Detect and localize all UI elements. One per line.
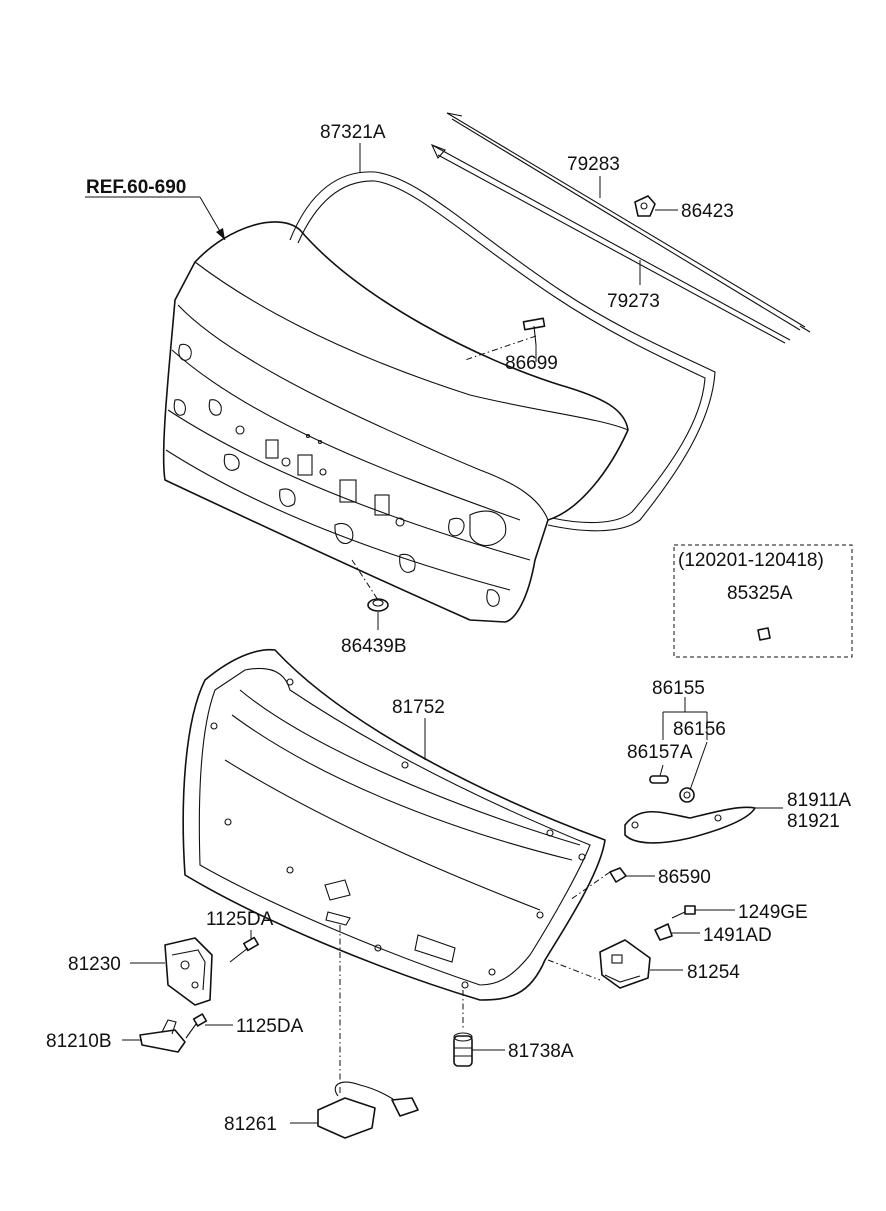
label-79283: 79283 — [567, 154, 620, 175]
fastener-86590 — [609, 867, 627, 883]
label-1125da-lower: 1125DA — [236, 1016, 304, 1037]
label-1491ad: 1491AD — [703, 925, 772, 946]
weatherstrip — [289, 171, 716, 532]
period-box-date: (120201-120418) — [678, 550, 824, 571]
label-86156: 86156 — [673, 719, 726, 740]
label-1249ge: 1249GE — [738, 902, 808, 923]
label-87321a: 87321A — [320, 122, 386, 143]
bumper-86156 — [679, 787, 695, 803]
label-81230: 81230 — [68, 954, 121, 975]
nut-1491ad — [654, 923, 673, 941]
label-86157a: 86157A — [627, 742, 693, 763]
label-81261: 81261 — [224, 1114, 277, 1135]
screw-1249ge — [671, 905, 696, 919]
trim-panel — [182, 648, 606, 1001]
release-switch-81261 — [317, 1081, 419, 1139]
label-81921: 81921 — [787, 811, 840, 832]
label-86155: 86155 — [652, 678, 705, 699]
label-86423: 86423 — [681, 201, 734, 222]
label-81752: 81752 — [392, 697, 445, 718]
stay-rod-upper — [446, 112, 811, 333]
label-81738a: 81738A — [508, 1041, 574, 1062]
period-box — [673, 544, 853, 658]
latch-81230 — [164, 937, 213, 1006]
latch-switch-81254 — [599, 939, 651, 989]
label-86590: 86590 — [658, 867, 711, 888]
bolt-1125da-upper — [229, 936, 259, 963]
trunk-lid-panel — [162, 221, 629, 623]
bolt-1125da-lower — [185, 1013, 208, 1039]
bumper-81738a — [453, 1032, 473, 1067]
label-79273: 79273 — [607, 291, 660, 312]
period-box-part: 85325A — [727, 583, 793, 604]
labels: REF.60-690 87321A 79283 86423 79273 8669… — [46, 122, 851, 1135]
label-1125da-upper: 1125DA — [206, 909, 274, 930]
label-86699: 86699 — [505, 353, 558, 374]
label-81911a: 81911A — [787, 790, 851, 811]
bumper-86157a — [649, 775, 669, 784]
stay-rod-lower — [430, 144, 791, 344]
label-86439b: 86439B — [341, 636, 407, 657]
ref-label: REF.60-690 — [86, 177, 186, 198]
label-81210b: 81210B — [46, 1031, 112, 1052]
handle-81911a — [624, 806, 756, 844]
label-81254: 81254 — [687, 962, 740, 983]
plug-86439b — [367, 598, 389, 612]
bolt-86699 — [522, 317, 546, 346]
leader-lines — [85, 143, 783, 1124]
striker-81210b — [139, 1019, 186, 1053]
clip-86423 — [634, 195, 656, 217]
